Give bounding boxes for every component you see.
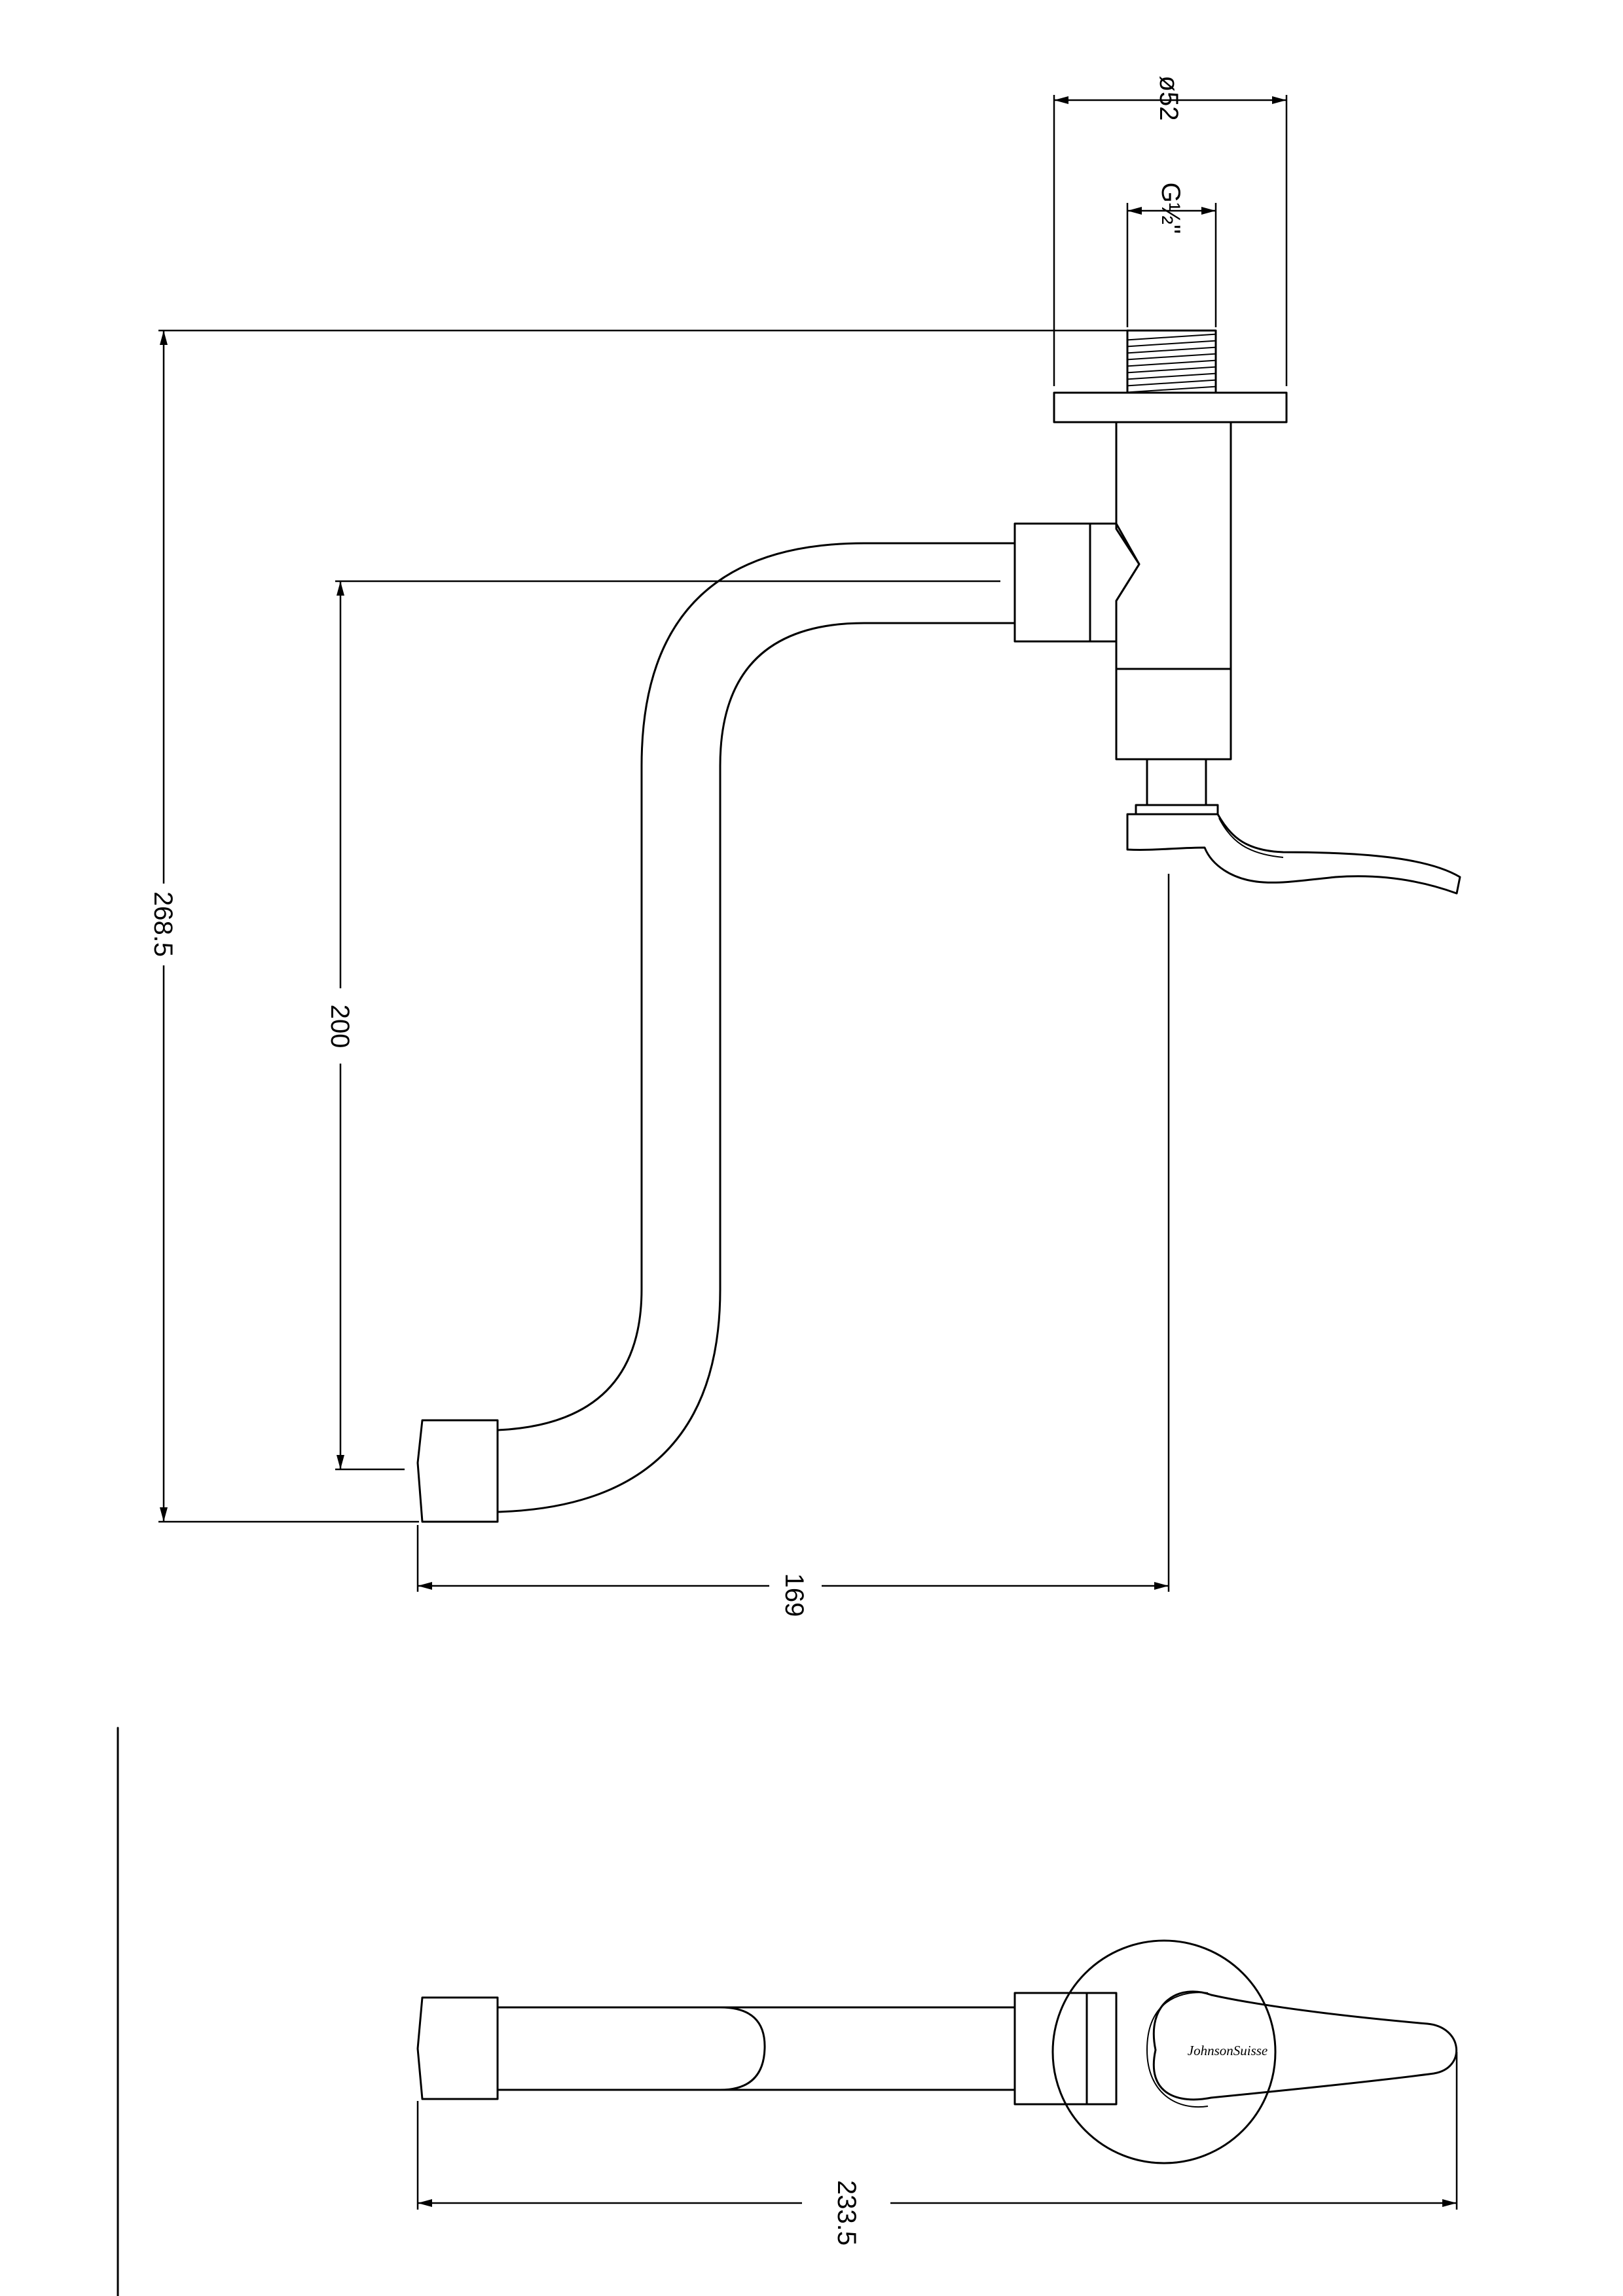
dimension-spout-drop-label: 200 [325, 1005, 354, 1049]
dimension-thread: G½" [1126, 183, 1217, 327]
dimension-thread-label: G½" [1156, 183, 1185, 234]
aerator-nozzle [416, 1419, 499, 1523]
dimension-spout-reach-label: 169 [780, 1573, 809, 1617]
dimension-overall-height-label: 268.5 [149, 891, 177, 957]
dimension-spout-drop: 200 [325, 580, 1000, 1471]
wall-flange-top [1051, 1939, 1277, 2164]
dimension-overall-length: 233.5 [416, 2052, 1458, 2246]
dimension-spout-reach: 169 [416, 874, 1170, 1617]
dimension-overall-length-label: 233.5 [832, 2180, 861, 2246]
dimension-overall-height: 268.5 [149, 329, 1127, 1523]
lever-handle-top: JohnsonSuisse [1146, 1990, 1457, 2108]
spout-connector-nut [1013, 522, 1140, 643]
spout-tube [496, 542, 1016, 1513]
wall-flange [1053, 391, 1288, 423]
aerator-nozzle-top [416, 1996, 499, 2100]
connector-nut-top [1013, 1992, 1118, 2106]
top-plan-view: JohnsonSuisse 233.5 [117, 1727, 1458, 2296]
side-elevation-view: ø52 G½" 268.5 2 [149, 76, 1461, 1617]
spout-tube-top [496, 2006, 1016, 2091]
valve-body [1115, 421, 1232, 761]
lever-handle-side [1126, 758, 1461, 895]
threaded-connection [1126, 329, 1217, 394]
dimension-diameter-label: ø52 [1154, 76, 1183, 121]
brand-label: JohnsonSuisse [1188, 2043, 1268, 2058]
dimension-diameter: ø52 [1053, 76, 1288, 386]
